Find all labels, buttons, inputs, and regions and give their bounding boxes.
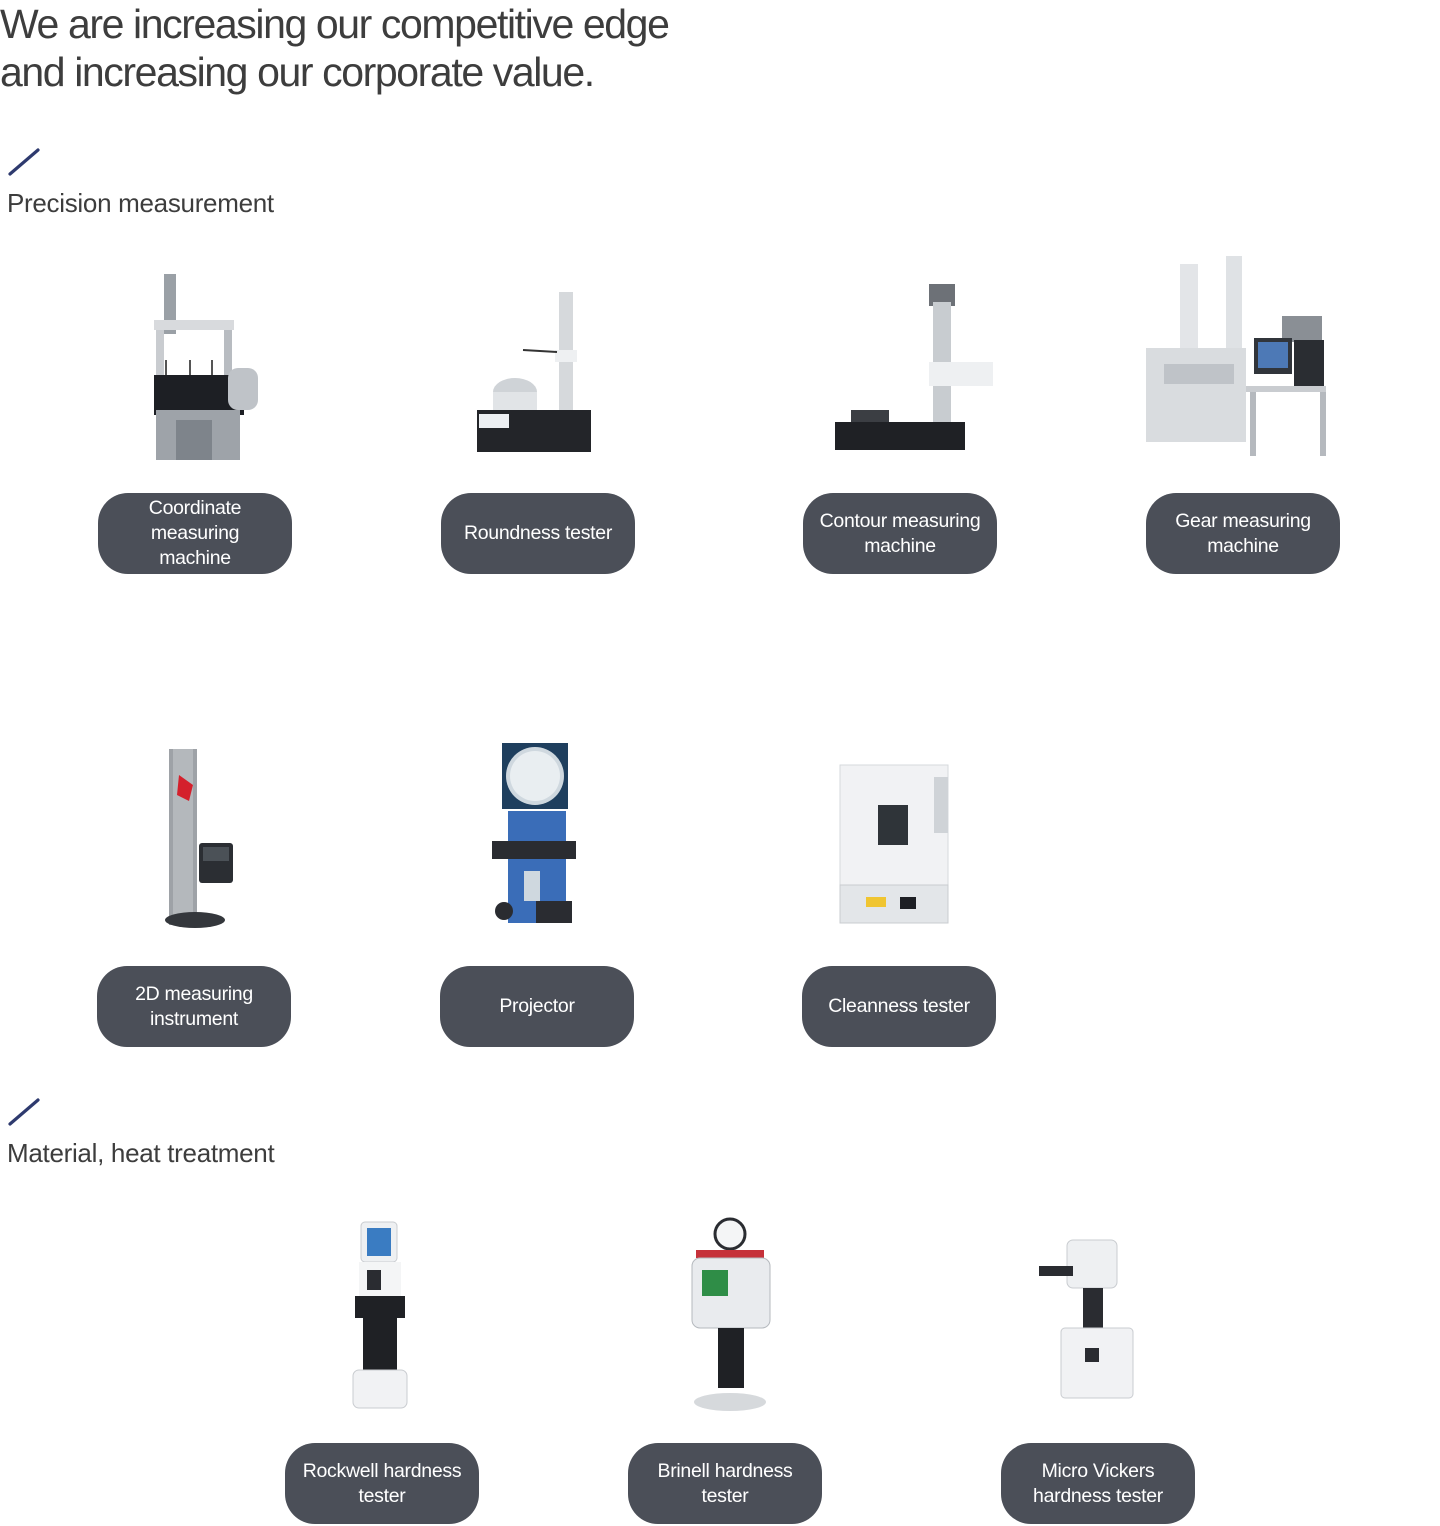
gear-measuring-machine-image (1146, 256, 1326, 456)
pill-label-line-2: tester (358, 1484, 406, 1507)
pill-label-line-1: Projector (499, 995, 575, 1017)
pill-label-line-1: 2D measuring (135, 982, 253, 1005)
pill-label-line-1: Roundness tester (463, 522, 613, 544)
pill-label-line-1: Coordinate measuring (148, 497, 242, 544)
brinell-hardness-tester-button[interactable]: Brinell hardness tester (628, 1443, 822, 1524)
coordinate-measuring-machine-button[interactable]: Coordinate measuring machine (98, 493, 292, 574)
pill-label-line-2: machine (864, 534, 936, 557)
gear-measuring-machine-button[interactable]: Gear measuring machine (1146, 493, 1340, 574)
2d-measuring-instrument-image (165, 749, 233, 928)
contour-measuring-machine-image (835, 284, 993, 450)
pill-label-line-2: machine (159, 547, 231, 569)
page-headline: We are increasing our competitive edge a… (0, 0, 670, 96)
pill-label-line-1: Cleanness tester (828, 995, 970, 1017)
product-coordinate-measuring-machine[interactable]: Coordinate measuring machine (98, 262, 298, 574)
pill-label-line-2: machine (1207, 534, 1279, 557)
2d-measuring-instrument-button[interactable]: 2D measuring instrument (97, 966, 291, 1047)
projector-button[interactable]: Projector (440, 966, 634, 1047)
product-roundness-tester[interactable]: Roundness tester (441, 262, 641, 574)
section-title-precision-measurement: Precision measurement (7, 188, 274, 218)
contour-measuring-machine-button[interactable]: Contour measuring machine (803, 493, 997, 574)
product-contour-measuring-machine[interactable]: Contour measuring machine (803, 262, 1003, 574)
pill-label-line-1: Micro Vickers (1041, 1459, 1155, 1482)
product-brinell-hardness-tester[interactable]: Brinell hardness tester (628, 1212, 828, 1524)
cleanness-tester-button[interactable]: Cleanness tester (802, 966, 996, 1047)
slash-icon (8, 148, 40, 176)
micro-vickers-hardness-tester-button[interactable]: Micro Vickers hardness tester (1001, 1443, 1195, 1524)
slash-icon (8, 1098, 40, 1126)
roundness-tester-button[interactable]: Roundness tester (441, 493, 635, 574)
pill-label-line-2: instrument (149, 1007, 239, 1030)
pill-label-line-1: Brinell hardness (657, 1459, 793, 1482)
rockwell-hardness-tester-button[interactable]: Rockwell hardness tester (285, 1443, 479, 1524)
product-2d-measuring-instrument[interactable]: 2D measuring instrument (97, 735, 297, 1047)
product-rockwell-hardness-tester[interactable]: Rockwell hardness tester (285, 1212, 485, 1524)
headline-line-2: and increasing our corporate value. (0, 49, 595, 95)
product-micro-vickers-hardness-tester[interactable]: Micro Vickers hardness tester (1001, 1212, 1201, 1524)
projector-image (492, 743, 576, 923)
roundness-tester-image (477, 292, 591, 452)
rockwell-hardness-tester-image (352, 1221, 408, 1409)
cleanness-tester-image (839, 764, 949, 924)
micro-vickers-hardness-tester-image (1039, 1239, 1134, 1399)
brinell-hardness-tester-image (691, 1217, 771, 1411)
pill-label-line-1: Gear measuring (1175, 509, 1311, 532)
coordinate-measuring-machine-image (154, 274, 258, 460)
headline-line-1: We are increasing our competitive edge (0, 1, 670, 47)
pill-label-line-2: tester (701, 1484, 749, 1507)
product-projector[interactable]: Projector (440, 735, 640, 1047)
pill-label-line-2: hardness tester (1033, 1484, 1163, 1507)
pill-label-line-1: Rockwell hardness (302, 1459, 462, 1482)
pill-label-line-1: Contour measuring (819, 509, 981, 532)
section-title-material-heat-treatment: Material, heat treatment (7, 1138, 275, 1168)
product-cleanness-tester[interactable]: Cleanness tester (802, 735, 1002, 1047)
product-gear-measuring-machine[interactable]: Gear measuring machine (1146, 256, 1346, 574)
